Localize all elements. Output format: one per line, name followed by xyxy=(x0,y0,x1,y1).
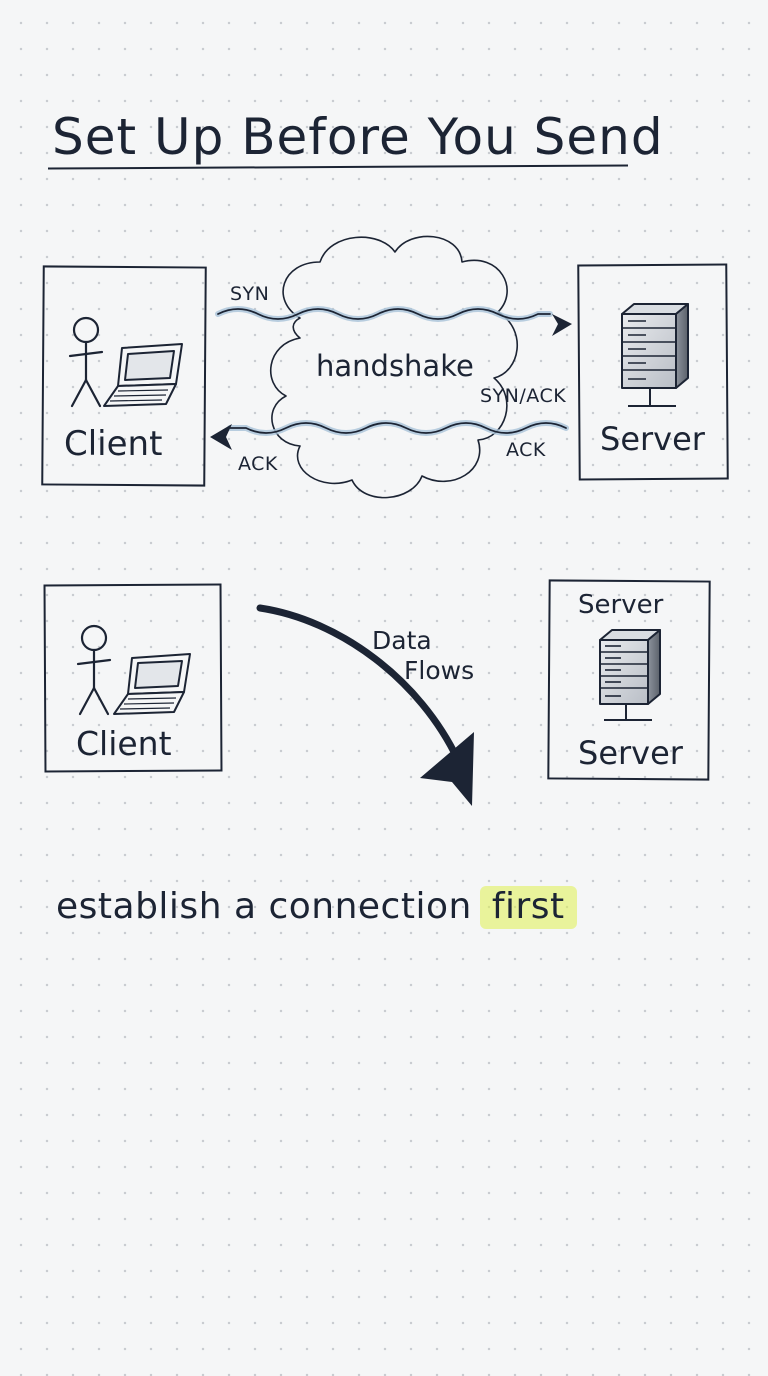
data-flow-arrow xyxy=(256,604,474,806)
transfer-client-label: Client xyxy=(76,724,172,763)
handshake-server-label: Server xyxy=(600,420,705,458)
tagline-text: establish a connection xyxy=(56,886,472,927)
syn-label: SYN xyxy=(230,283,270,305)
data-flows-label-line1: Data xyxy=(372,626,432,655)
handshake-cloud xyxy=(270,235,519,499)
page-title: Set Up Before You Send xyxy=(52,108,664,166)
ack-left-label: ACK xyxy=(238,453,278,475)
handshake-client-label: Client xyxy=(64,424,163,464)
laptop-icon xyxy=(113,653,191,715)
stick-figure-icon xyxy=(68,316,104,408)
transfer-server-bottom-label: Server xyxy=(578,734,683,772)
server-rack-icon xyxy=(599,629,661,721)
tagline-highlight: first xyxy=(479,886,577,929)
laptop-icon xyxy=(103,343,183,407)
ack-arrow xyxy=(210,420,569,450)
syn-arrow xyxy=(215,306,572,336)
data-flows-label-line2: Flows xyxy=(404,656,475,685)
stick-figure-icon xyxy=(76,624,112,716)
server-rack-icon xyxy=(621,303,689,407)
synack-label: SYN/ACK xyxy=(480,385,567,407)
ack-right-label: ACK xyxy=(506,439,546,461)
cloud-label: handshake xyxy=(316,349,474,383)
transfer-server-top-label: Server xyxy=(578,590,664,620)
